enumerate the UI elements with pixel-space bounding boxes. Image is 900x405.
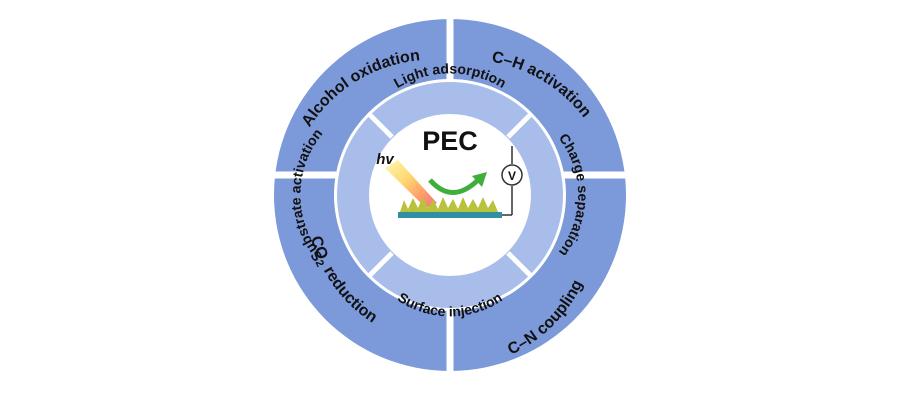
voltmeter-icon — [501, 164, 523, 186]
light-symbol: hv — [376, 151, 395, 168]
charge-transfer-arrow-icon — [428, 172, 487, 195]
center-title: PEC — [422, 126, 478, 156]
inner-ring-dividers — [368, 113, 532, 277]
light-beam-icon — [385, 160, 437, 208]
external-circuit-icon — [502, 146, 513, 216]
center-disc — [369, 114, 531, 276]
photoelectrode-icon — [398, 196, 502, 218]
voltmeter-symbol: V — [508, 169, 516, 183]
